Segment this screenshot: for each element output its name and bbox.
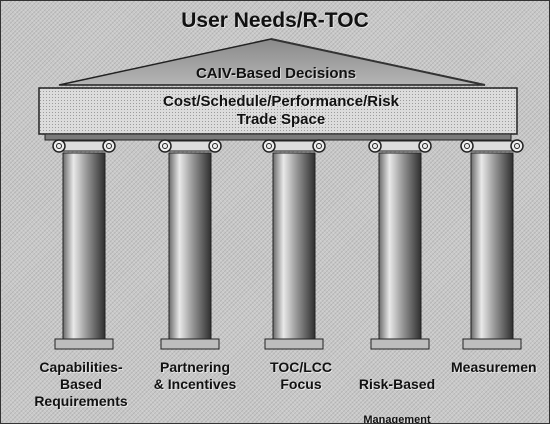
pillar-2: [158, 139, 222, 350]
beam-base: [44, 133, 512, 141]
pillar-capital: [52, 139, 116, 153]
beam-label: Cost/Schedule/Performance/Risk Trade Spa…: [163, 93, 399, 128]
pillar-label-4: Risk-Based Management: [347, 359, 447, 424]
pillar-shaft: [470, 152, 514, 340]
pillar-capital: [368, 139, 432, 153]
trade-space-beam: [38, 87, 518, 135]
pillar-label-4-line2: Management: [363, 414, 431, 424]
pillar-capital: [158, 139, 222, 153]
pillar-label-3: TOC/LCC Focus: [270, 359, 332, 392]
roof-label: CAIV-Based Decisions: [195, 65, 357, 82]
pillar-4: [368, 139, 432, 350]
pillar-shaft: [168, 152, 212, 340]
roof-shadow: [270, 38, 486, 86]
pillar-base: [370, 338, 430, 350]
pillar-5: [460, 139, 524, 350]
pillar-label-5: Measuremen: [451, 359, 537, 375]
pillar-base: [264, 338, 324, 350]
pillar-base: [160, 338, 220, 350]
pillar-shaft: [378, 152, 422, 340]
pillar-label-4-line1: Risk-Based: [358, 376, 436, 392]
pillar-capital: [262, 139, 326, 153]
pillar-shaft: [272, 152, 316, 340]
pillar-label-1: Capabilities- Based Requirements: [34, 359, 128, 409]
pillar-base: [462, 338, 522, 350]
pillar-1: [52, 139, 116, 350]
pillar-shaft: [62, 152, 106, 340]
pillar-base: [54, 338, 114, 350]
pillar-label-2: Partnering & Incentives: [153, 359, 237, 392]
diagram-title: User Needs/R-TOC: [181, 9, 369, 32]
pillar-capital: [460, 139, 524, 153]
pillar-3: [262, 139, 326, 350]
